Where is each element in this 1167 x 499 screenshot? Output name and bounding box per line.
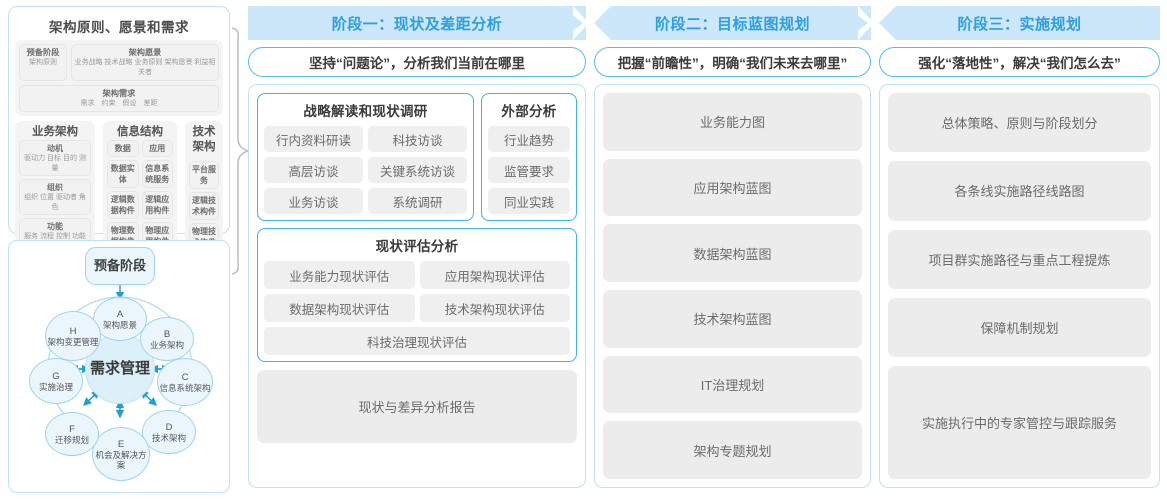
chip-item[interactable]: 业务访谈 <box>264 188 363 214</box>
chip-item[interactable]: 数据架构现状评估 <box>264 294 415 322</box>
togaf-content-framework-card: 架构原则、愿景和需求 预备阶段 架构原则 架构愿景 业务战略 技术战略 业务原则… <box>8 6 230 306</box>
togaf-cell-application: 应用 <box>141 140 173 157</box>
stage-2-header-label: 阶段二：目标蓝图规划 <box>654 15 810 33</box>
adm-node-f-migration-planning: F 迁移规划 <box>45 412 99 456</box>
togaf-cell-logical-technology-component: 逻辑技术构件 <box>189 192 219 220</box>
panel-current-state-assessment-title: 现状评估分析 <box>375 239 459 254</box>
panel-current-state-assessment: 现状评估分析 业务能力现状评估 应用架构现状评估 数据架构现状评估 技术架构现状… <box>257 228 577 362</box>
panel-external-analysis: 外部分析 行业趋势 监管要求 同业实践 <box>481 93 577 221</box>
stage-1-header: 阶段一：现状及差距分析 <box>248 6 589 40</box>
chevron-right-icon <box>858 6 874 40</box>
togaf-cell-architecture-requirements: 架构需求 需求 约束 假设 差距 <box>19 85 219 112</box>
togaf-cell-data: 数据 <box>107 140 139 157</box>
togaf-cell-information-system-service: 信息系统服务 <box>141 160 173 188</box>
chip-item[interactable]: 技术架构蓝图 <box>603 290 862 348</box>
stage-3: 阶段三：实施规划 强化“落地性”，解决“我们怎么去” 总体策略、原则与阶段划分 … <box>879 6 1160 488</box>
togaf-column-information-structure: 信息结构 数据 数据实体 逻辑数据构件 物理数据构件 应用 信息系统服务 逻辑应… <box>103 121 177 255</box>
stage-1-body: 战略解读和现状调研 行内资料研读 科技访谈 高层访谈 关键系统访谈 业务访谈 系… <box>248 84 586 488</box>
chip-item[interactable]: 同业实践 <box>488 188 570 214</box>
stage-3-subtitle: 强化“落地性”，解决“我们怎么去” <box>879 47 1160 77</box>
chip-item[interactable]: 科技治理现状评估 <box>264 327 570 355</box>
togaf-cell-architecture-vision: 架构愿景 业务战略 技术战略 业务原则 架构愿景 利益相关者 <box>71 44 219 81</box>
togaf-column-title: 技术架构 <box>192 126 216 153</box>
togaf-column-business-architecture: 业务架构 动机 驱动力 目标 目的 测量 组织 组织 位置 驱动者 角色 功能 … <box>15 121 95 255</box>
chip-item[interactable]: 应用架构蓝图 <box>603 158 862 217</box>
adm-node-g-implementation-governance: G 实施治理 <box>29 358 83 404</box>
stage-1-header-label: 阶段一：现状及差距分析 <box>331 15 503 33</box>
panel-strategy-research-title: 战略解读和现状调研 <box>303 104 428 119</box>
stage-1-subtitle: 坚持“问题论”，分析我们当前在哪里 <box>248 47 586 77</box>
chip-item[interactable]: 行业趋势 <box>488 126 570 152</box>
chip-item[interactable]: 数据架构蓝图 <box>603 224 862 283</box>
chevron-left-notch-icon <box>594 6 611 40</box>
togaf-column-title: 信息结构 <box>117 126 163 138</box>
stage-2-body: 业务能力图 应用架构蓝图 数据架构蓝图 技术架构蓝图 IT治理规划 架构专题规划 <box>594 84 871 488</box>
chip-item[interactable]: 项目群实施路径与重点工程提炼 <box>888 229 1151 289</box>
adm-node-preliminary: 预备阶段 <box>85 247 155 285</box>
chip-item[interactable]: 各条线实施路径线路图 <box>888 161 1151 221</box>
stage-2-header: 阶段二：目标蓝图规划 <box>594 6 874 40</box>
chevron-left-notch-icon <box>879 6 896 40</box>
chip-item[interactable]: 高层访谈 <box>264 157 363 183</box>
adm-node-h-architecture-change-management: H 架构变更管理 <box>45 311 101 361</box>
panel-external-analysis-title: 外部分析 <box>501 104 557 119</box>
panel-strategy-research: 战略解读和现状调研 行内资料研读 科技访谈 高层访谈 关键系统访谈 业务访谈 系… <box>257 93 474 221</box>
chip-item[interactable]: IT治理规划 <box>603 355 862 414</box>
adm-node-d-technology-architecture: D 技术架构 <box>142 410 196 454</box>
togaf-cell-prep-phase: 预备阶段 架构原则 <box>19 44 67 81</box>
adm-cycle-card: 预备阶段 需求管理 A 架构愿景 B 业务架构 C 信息系统架构 <box>8 240 230 493</box>
togaf-column-title: 业务架构 <box>32 126 78 138</box>
chip-item[interactable]: 架构专题规划 <box>603 421 862 480</box>
stage-1-report-chip[interactable]: 现状与差异分析报告 <box>257 370 577 443</box>
stage-3-header-label: 阶段三：实施规划 <box>957 15 1082 33</box>
chip-item[interactable]: 业务能力现状评估 <box>264 261 415 289</box>
brace-connector-icon <box>231 27 250 275</box>
adm-node-requirements-management: 需求管理 <box>85 334 155 404</box>
chip-item[interactable]: 总体策略、原则与阶段划分 <box>888 93 1151 153</box>
adm-node-e-opportunities-solutions: E 机会及解决方案 <box>92 427 150 481</box>
chip-item[interactable]: 科技访谈 <box>368 126 467 152</box>
adm-node-c-information-systems-architecture: C 信息系统架构 <box>157 358 213 406</box>
left-column: 架构原则、愿景和需求 预备阶段 架构原则 架构愿景 业务战略 技术战略 业务原则… <box>8 6 230 493</box>
chip-item[interactable]: 行内资料研读 <box>264 126 363 152</box>
adm-node-a-architecture-vision: A 架构愿景 <box>93 297 147 341</box>
chip-item[interactable]: 应用架构现状评估 <box>419 261 570 289</box>
togaf-column-technology-architecture: 技术架构 平台服务 逻辑技术构件 物理技术构件 <box>185 121 223 255</box>
togaf-cell-data-entity: 数据实体 <box>107 160 139 188</box>
togaf-cell-motivation: 动机 驱动力 目标 目的 测量 <box>19 140 91 176</box>
togaf-requirements-band: 预备阶段 架构原则 架构愿景 业务战略 技术战略 业务原则 架构愿景 利益相关者… <box>15 40 223 116</box>
togaf-cell-organization: 组织 组织 位置 驱动者 角色 <box>19 179 91 215</box>
togaf-cell-logical-data-component: 逻辑数据构件 <box>107 191 139 219</box>
togaf-cell-logical-application-component: 逻辑应用构件 <box>141 191 173 219</box>
chip-item[interactable]: 系统调研 <box>368 188 467 214</box>
stage-3-header: 阶段三：实施规划 <box>879 6 1160 40</box>
adm-cycle-diagram: 预备阶段 需求管理 A 架构愿景 B 业务架构 C 信息系统架构 <box>9 241 231 494</box>
chip-item[interactable]: 关键系统访谈 <box>368 157 467 183</box>
chip-item[interactable]: 实施执行中的专家管控与跟踪服务 <box>888 366 1151 480</box>
chip-item[interactable]: 业务能力图 <box>603 93 862 151</box>
chip-item[interactable]: 技术架构现状评估 <box>419 294 570 322</box>
togaf-cell-platform-service: 平台服务 <box>189 161 219 189</box>
chevron-right-icon <box>573 6 589 40</box>
stage-1: 阶段一：现状及差距分析 坚持“问题论”，分析我们当前在哪里 战略解读和现状调研 … <box>248 6 589 488</box>
stage-2-subtitle: 把握“前瞻性”，明确“我们未来去哪里” <box>594 47 871 77</box>
stage-3-body: 总体策略、原则与阶段划分 各条线实施路径线路图 项目群实施路径与重点工程提炼 保… <box>879 84 1160 488</box>
togaf-title: 架构原则、愿景和需求 <box>49 20 189 35</box>
adm-node-b-business-architecture: B 业务架构 <box>140 317 194 361</box>
chip-item[interactable]: 保障机制规划 <box>888 297 1151 358</box>
chip-item[interactable]: 监管要求 <box>488 157 570 183</box>
stage-2: 阶段二：目标蓝图规划 把握“前瞻性”，明确“我们未来去哪里” 业务能力图 应用架… <box>594 6 874 488</box>
